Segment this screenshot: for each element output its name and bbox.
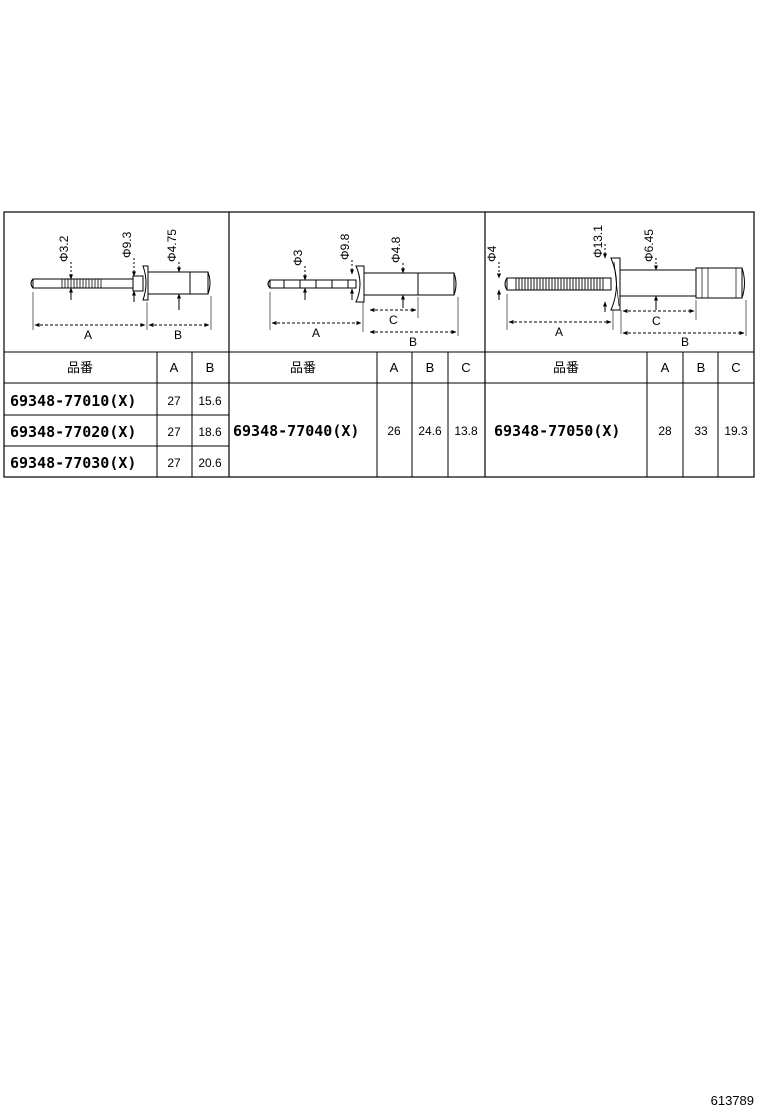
value-b: 24.6 (418, 424, 442, 438)
table-row: 69348-77010(X) 27 15.6 (10, 392, 222, 410)
dim-d2: Φ13.1 (591, 225, 605, 258)
header-part-no: 品番 (553, 360, 579, 375)
value-a: 27 (167, 456, 181, 470)
dim-c: C (652, 314, 661, 328)
panel-3-rows: 69348-77050(X) 28 33 19.3 (494, 422, 748, 440)
dim-a: A (312, 326, 320, 340)
dim-a: A (84, 328, 92, 342)
dim-d1: Φ3.2 (57, 235, 71, 262)
dim-a: A (555, 325, 563, 339)
table-row: 69348-77030(X) 27 20.6 (10, 454, 222, 472)
dim-d3: Φ4.75 (165, 229, 179, 262)
header-c: C (461, 360, 470, 375)
value-a: 27 (167, 425, 181, 439)
table-row: 69348-77020(X) 27 18.6 (10, 423, 222, 441)
table-headers: 品番 A B 品番 A B C 品番 A B C (67, 360, 741, 375)
dim-d3: Φ4.8 (389, 236, 403, 263)
part-number: 69348-77020(X) (10, 423, 136, 441)
header-c: C (731, 360, 740, 375)
header-b: B (206, 360, 215, 375)
header-b: B (426, 360, 435, 375)
value-b: 33 (694, 424, 708, 438)
dim-d1: Φ3 (291, 249, 305, 266)
header-a: A (390, 360, 399, 375)
rivet-drawing-2 (267, 260, 459, 336)
value-c: 19.3 (724, 424, 748, 438)
rivet-3-labels: Φ4 Φ13.1 Φ6.45 A C B (485, 225, 689, 349)
header-part-no: 品番 (67, 360, 93, 375)
dim-c: C (389, 313, 398, 327)
dim-d3: Φ6.45 (642, 229, 656, 262)
dim-b: B (174, 328, 182, 342)
dim-d1: Φ4 (485, 245, 499, 262)
part-number: 69348-77010(X) (10, 392, 136, 410)
value-b: 20.6 (198, 456, 222, 470)
part-number: 69348-77030(X) (10, 454, 136, 472)
header-part-no: 品番 (290, 360, 316, 375)
value-b: 18.6 (198, 425, 222, 439)
panel-2-rows: 69348-77040(X) 26 24.6 13.8 (233, 422, 478, 440)
value-a: 26 (387, 424, 401, 438)
table-row: 69348-77040(X) 26 24.6 13.8 (233, 422, 478, 440)
header-a: A (170, 360, 179, 375)
rivet-2-labels: Φ3 Φ9.8 Φ4.8 A C B (291, 233, 417, 349)
part-number: 69348-77040(X) (233, 422, 359, 440)
value-a: 27 (167, 394, 181, 408)
rivet-drawing-1 (30, 258, 212, 330)
value-a: 28 (658, 424, 672, 438)
header-a: A (661, 360, 670, 375)
table-frame (3, 211, 755, 478)
rivet-drawing-3 (497, 244, 747, 336)
part-number: 69348-77050(X) (494, 422, 620, 440)
figure-id: 613789 (710, 1093, 754, 1108)
value-c: 13.8 (454, 424, 478, 438)
dim-b: B (409, 335, 417, 349)
rivet-1-labels: Φ3.2 Φ9.3 Φ4.75 A B (57, 229, 182, 342)
dim-b: B (681, 335, 689, 349)
value-b: 15.6 (198, 394, 222, 408)
dim-d2: Φ9.8 (338, 233, 352, 260)
table-row: 69348-77050(X) 28 33 19.3 (494, 422, 748, 440)
header-b: B (697, 360, 706, 375)
panel-1-rows: 69348-77010(X) 27 15.6 69348-77020(X) 27… (10, 392, 222, 472)
dim-d2: Φ9.3 (120, 231, 134, 258)
